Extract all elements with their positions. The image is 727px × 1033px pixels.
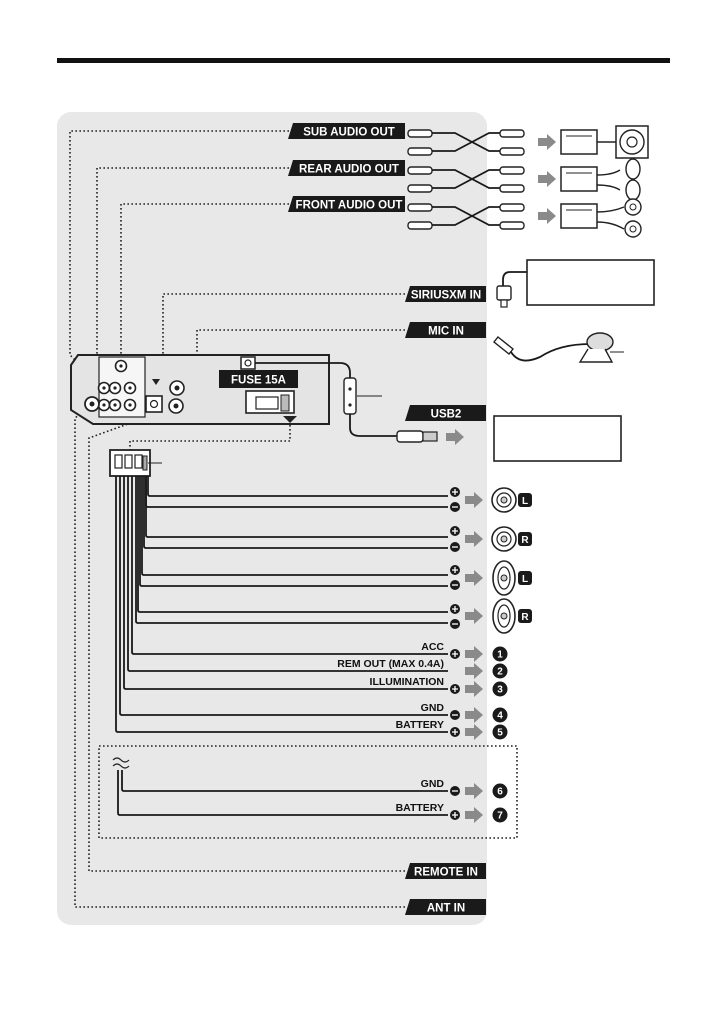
svg-text:1: 1 — [497, 650, 503, 661]
siriusxm-connector-icon — [497, 272, 527, 307]
tag-remote-in: REMOTE IN — [405, 863, 486, 879]
speaker-channel-badge: L — [518, 493, 532, 507]
front-right-speaker-icon — [492, 527, 516, 551]
power-wire-numbers: 1 2 3 4 5 — [493, 647, 508, 740]
number-badge: 6 — [493, 784, 508, 799]
plus-icon — [450, 487, 460, 497]
wire-label-gnd-separate: GND — [421, 778, 445, 790]
svg-text:REAR AUDIO OUT: REAR AUDIO OUT — [299, 164, 399, 176]
tag-mic-in: MIC IN — [405, 322, 486, 338]
svg-text:3: 3 — [497, 685, 503, 696]
svg-text:7: 7 — [497, 811, 503, 822]
minus-icon — [450, 542, 460, 552]
svg-text:R: R — [521, 612, 529, 623]
wire-label-rem-out: REM OUT (MAX 0.4A) — [337, 658, 444, 670]
number-badge: 1 — [493, 647, 508, 662]
minus-icon — [450, 502, 460, 512]
wire-label-gnd: GND — [421, 702, 445, 714]
plus-icon — [450, 604, 460, 614]
rca-jack-cluster — [99, 357, 146, 417]
wire-label-battery: BATTERY — [396, 719, 444, 731]
wire-label-illumination: ILLUMINATION — [370, 676, 444, 688]
subwoofer-amplifier-icon — [561, 126, 648, 158]
front-amplifier-icon — [561, 199, 641, 237]
rear-left-speaker-icon — [493, 561, 515, 595]
rear-amplifier-icon — [561, 159, 640, 200]
plus-icon — [450, 727, 460, 737]
tag-rear-audio-out: REAR AUDIO OUT — [288, 160, 405, 176]
tag-ant-in: ANT IN — [405, 899, 486, 915]
speaker-channel-badge: L — [518, 571, 532, 585]
svg-text:USB2: USB2 — [431, 409, 462, 421]
rear-right-speaker-icon — [493, 599, 515, 633]
wire-label-acc: ACC — [421, 641, 444, 653]
front-left-speaker-icon — [492, 488, 516, 512]
minus-icon — [450, 710, 460, 720]
svg-text:REMOTE IN: REMOTE IN — [414, 867, 478, 879]
svg-text:4: 4 — [497, 711, 503, 722]
svg-text:SIRIUSXM IN: SIRIUSXM IN — [411, 290, 481, 302]
number-badge: 5 — [493, 725, 508, 740]
number-badge: 2 — [493, 664, 508, 679]
svg-text:5: 5 — [497, 728, 503, 739]
microphone-icon — [494, 333, 624, 362]
plus-icon — [450, 649, 460, 659]
minus-icon — [450, 786, 460, 796]
svg-text:MIC IN: MIC IN — [428, 326, 464, 338]
header-rule — [57, 58, 670, 63]
tag-front-audio-out: FRONT AUDIO OUT — [288, 196, 405, 212]
svg-text:6: 6 — [497, 787, 503, 798]
svg-text:ANT IN: ANT IN — [427, 903, 465, 915]
plus-icon — [450, 565, 460, 575]
speaker-channel-badge: R — [518, 609, 532, 623]
svg-text:L: L — [522, 574, 528, 585]
plus-icon — [450, 684, 460, 694]
usb-port — [241, 357, 255, 369]
tag-usb2: USB2 — [405, 405, 486, 421]
minus-icon — [450, 580, 460, 590]
minus-icon — [450, 619, 460, 629]
svg-text:SUB AUDIO OUT: SUB AUDIO OUT — [303, 127, 395, 139]
svg-text:FRONT AUDIO OUT: FRONT AUDIO OUT — [296, 200, 403, 212]
head-unit-rear-panel: FUSE 15A — [71, 355, 329, 424]
svg-text:L: L — [522, 496, 528, 507]
tag-sub-audio-out: SUB AUDIO OUT — [288, 123, 405, 139]
tag-siriusxm-in: SIRIUSXM IN — [405, 286, 486, 302]
plus-icon — [450, 810, 460, 820]
svg-text:R: R — [521, 535, 529, 546]
plus-icon — [450, 526, 460, 536]
usb-device-box — [494, 416, 621, 461]
siriusxm-tuner-box — [527, 260, 654, 305]
number-badge: 4 — [493, 708, 508, 723]
number-badge: 7 — [493, 808, 508, 823]
wire-label-battery-separate: BATTERY — [396, 802, 444, 814]
svg-text:2: 2 — [497, 667, 503, 678]
number-badge: 3 — [493, 682, 508, 697]
speaker-channel-badge: R — [518, 532, 532, 546]
fuse-label: FUSE 15A — [231, 375, 286, 387]
